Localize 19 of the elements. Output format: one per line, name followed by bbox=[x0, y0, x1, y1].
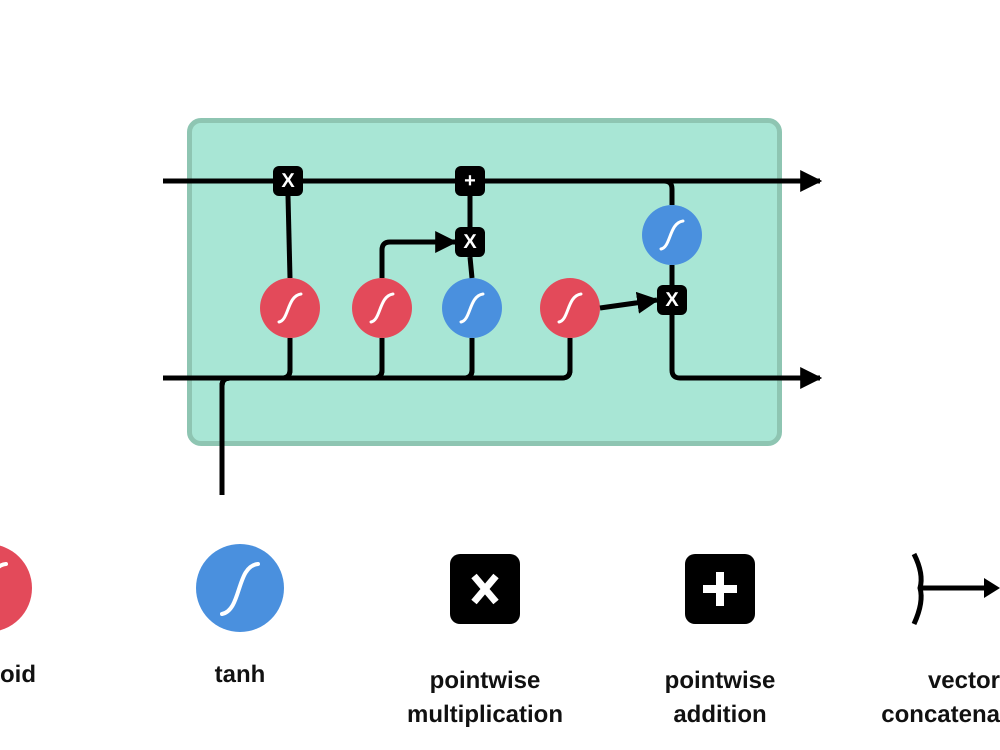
connector-line bbox=[163, 178, 273, 184]
connector-line bbox=[468, 256, 474, 278]
legend-label: oid bbox=[0, 660, 37, 690]
cell-box bbox=[187, 118, 782, 446]
operation-box: + bbox=[455, 166, 485, 196]
legend-label: pointwise addition bbox=[664, 666, 776, 730]
arrow bbox=[380, 231, 458, 278]
connector-line bbox=[670, 265, 674, 285]
legend-label: pointwise multiplication bbox=[406, 666, 564, 730]
operation-box: X bbox=[273, 166, 303, 196]
operation-box: X bbox=[657, 285, 687, 315]
connector-line bbox=[468, 196, 472, 227]
connector-line bbox=[303, 178, 455, 184]
legend-label: vector concatena bbox=[880, 666, 1000, 730]
arrow bbox=[670, 315, 822, 389]
connector-line bbox=[286, 196, 292, 278]
arrow bbox=[600, 292, 660, 314]
legend-label: tanh bbox=[214, 660, 266, 690]
operation-box: X bbox=[455, 227, 485, 257]
